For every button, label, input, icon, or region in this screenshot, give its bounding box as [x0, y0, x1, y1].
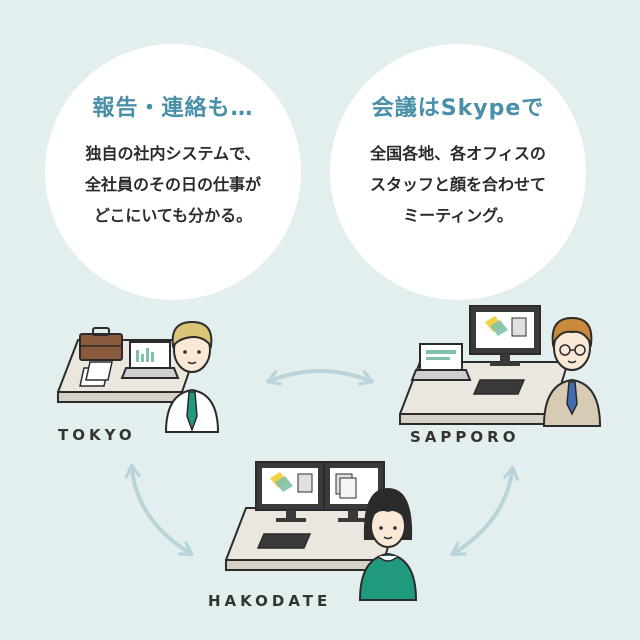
city-label-hakodate: HAKODATE	[208, 592, 332, 610]
city-label-tokyo: TOKYO	[58, 426, 136, 444]
bubble-body: 全国各地、各オフィスの スタッフと顔を合わせて ミーティング。	[330, 138, 586, 231]
bubble-reporting: 報告・連絡も… 独自の社内システムで、 全社員のその日の仕事が どこにいても分か…	[45, 44, 301, 300]
hakodate-workstation	[225, 461, 401, 571]
bubble-line: ミーティング。	[403, 206, 513, 225]
bubble-line: スタッフと顔を合わせて	[369, 175, 546, 194]
tokyo-staff-avatar	[164, 320, 220, 433]
keyboard-icon	[256, 533, 312, 549]
briefcase-icon	[79, 327, 123, 361]
bubble-title: 会議はSkypeで	[371, 96, 545, 121]
bubble-line: 全国各地、各オフィスの	[370, 144, 546, 163]
bubble-meeting: 会議はSkypeで 全国各地、各オフィスの スタッフと顔を合わせて ミーティング…	[330, 44, 586, 300]
hakodate-staff-avatar	[358, 488, 418, 601]
tokyo-workstation	[57, 327, 201, 403]
bubble-line: 全社員のその日の仕事が	[84, 175, 261, 194]
bubble-line: どこにいても分かる。	[93, 206, 253, 225]
city-label-sapporo: SAPPORO	[410, 428, 520, 446]
keyboard-icon	[472, 379, 526, 395]
laptop-icon	[410, 343, 472, 381]
documents-icon	[79, 361, 113, 387]
arrow-sapporo-hakodate	[450, 465, 520, 557]
monitor-icon	[255, 461, 325, 522]
sapporo-staff-avatar	[542, 316, 602, 427]
bubble-title: 報告・連絡も…	[92, 96, 254, 121]
arrow-tokyo-hakodate	[124, 463, 194, 557]
sapporo-workstation	[399, 305, 569, 425]
bubble-body: 独自の社内システムで、 全社員のその日の仕事が どこにいても分かる。	[45, 138, 301, 231]
laptop-icon	[120, 341, 180, 379]
bubble-line: 独自の社内システムで、	[85, 144, 261, 163]
monitor-icon	[469, 305, 541, 366]
arrow-tokyo-sapporo	[265, 369, 375, 386]
